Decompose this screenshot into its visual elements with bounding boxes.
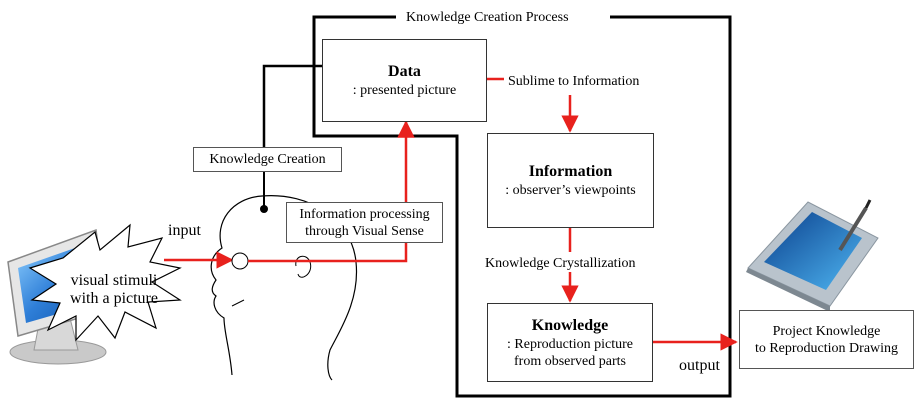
process-frame: [312, 15, 732, 398]
process-title: Knowledge Creation Process: [403, 9, 572, 26]
monitor-line2: with a picture: [70, 290, 158, 307]
knowledge-title: Knowledge: [531, 316, 609, 334]
data-subtitle: : presented picture: [352, 83, 457, 98]
output-label: output: [679, 357, 720, 374]
data-title: Data: [388, 63, 421, 80]
drawing-tablet-icon: [746, 199, 879, 312]
project-box: Project Knowledge to Reproduction Drawin…: [739, 310, 914, 369]
human-head-icon: [210, 195, 358, 381]
data-box: Data : presented picture: [322, 39, 487, 122]
info-processing-line2: through Visual Sense: [305, 223, 424, 239]
input-label: input: [168, 222, 201, 239]
info-processing-box: Information processing through Visual Se…: [286, 202, 443, 243]
speech-burst: [28, 223, 182, 342]
crystallization-label: Knowledge Crystallization: [485, 255, 636, 272]
knowledge-box: Knowledge : Reproduction picture from ob…: [487, 303, 653, 382]
monitor-line1: visual stimuli: [70, 272, 158, 289]
sublime-label: Sublime to Information: [508, 74, 640, 89]
project-line1: Project Knowledge: [772, 323, 881, 339]
head-dot: [260, 205, 268, 213]
eye-node: [231, 252, 249, 270]
knowledge-subtitle-line2: from observed parts: [514, 353, 626, 369]
knowledge-creation-connector: [262, 64, 341, 147]
knowledge-creation-label: Knowledge Creation: [209, 152, 326, 167]
information-subtitle: : observer’s viewpoints: [505, 183, 636, 198]
information-box: Information : observer’s viewpoints: [487, 133, 654, 228]
knowledge-subtitle-line1: : Reproduction picture: [507, 336, 633, 352]
info-processing-line1: Information processing: [299, 206, 430, 222]
information-title: Information: [528, 163, 613, 180]
knowledge-creation-box: Knowledge Creation: [193, 147, 342, 172]
monitor-text: visual stimuli with a picture: [66, 272, 162, 308]
vision-to-data-arrow: [248, 120, 415, 263]
project-line2: to Reproduction Drawing: [754, 340, 899, 356]
